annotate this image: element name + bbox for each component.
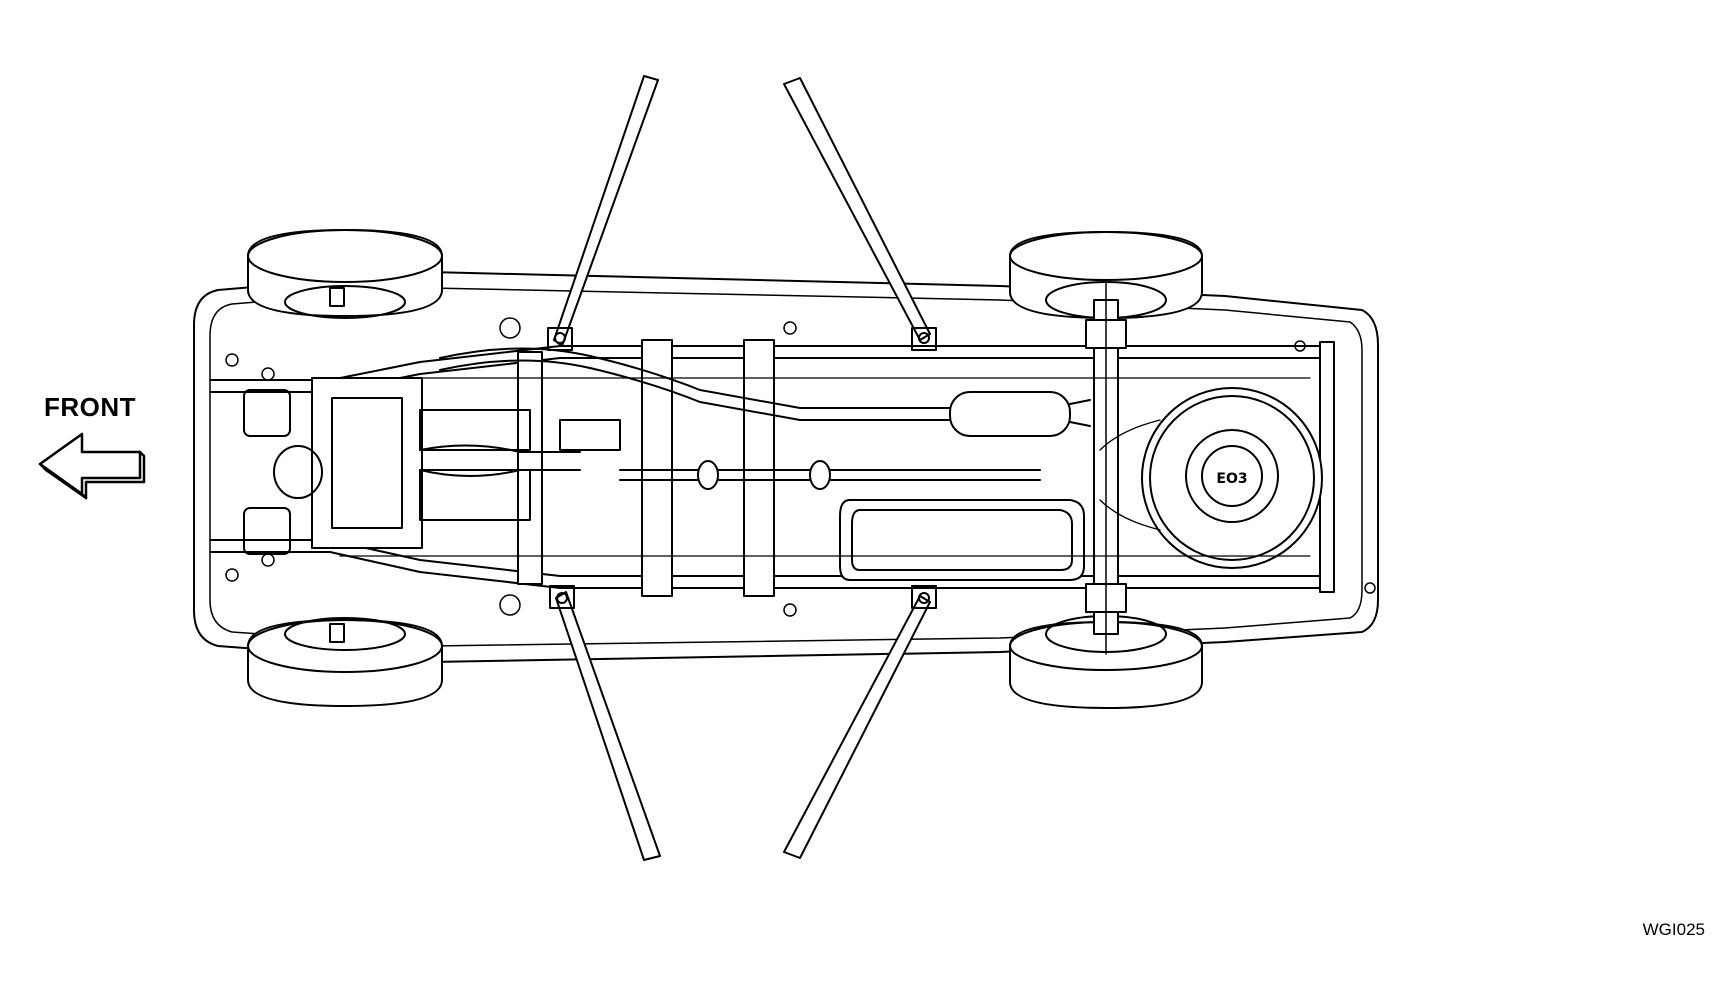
drive-shaft: [619, 460, 1041, 490]
front-right-wheel: [247, 617, 443, 707]
rear-left-wheel: [1009, 231, 1203, 319]
brake-lines: [339, 377, 1311, 557]
engine-transmission: [243, 377, 621, 555]
spare-tire: EO3: [1141, 387, 1323, 569]
stand-rear-upper: [783, 77, 937, 351]
fuel-tank: [839, 499, 1085, 581]
exhaust-system: [439, 347, 1091, 437]
rear-axle: [1085, 279, 1127, 655]
svg-text:EO3: EO3: [1216, 471, 1247, 487]
figure-code: WGI025: [1642, 920, 1705, 939]
stand-rear-lower: [783, 585, 937, 859]
stand-front-upper: [547, 75, 659, 351]
front-left-wheel: [247, 229, 443, 319]
rear-right-wheel: [1009, 615, 1203, 709]
stand-front-lower: [549, 585, 661, 861]
vehicle-body-outline: [193, 271, 1379, 663]
cross-members: [517, 339, 1335, 597]
front-arrow-icon: [38, 432, 146, 500]
frame-rails: [209, 345, 1331, 589]
front-direction-label: FRONT: [44, 392, 137, 422]
mount-bolts: [225, 317, 1376, 617]
